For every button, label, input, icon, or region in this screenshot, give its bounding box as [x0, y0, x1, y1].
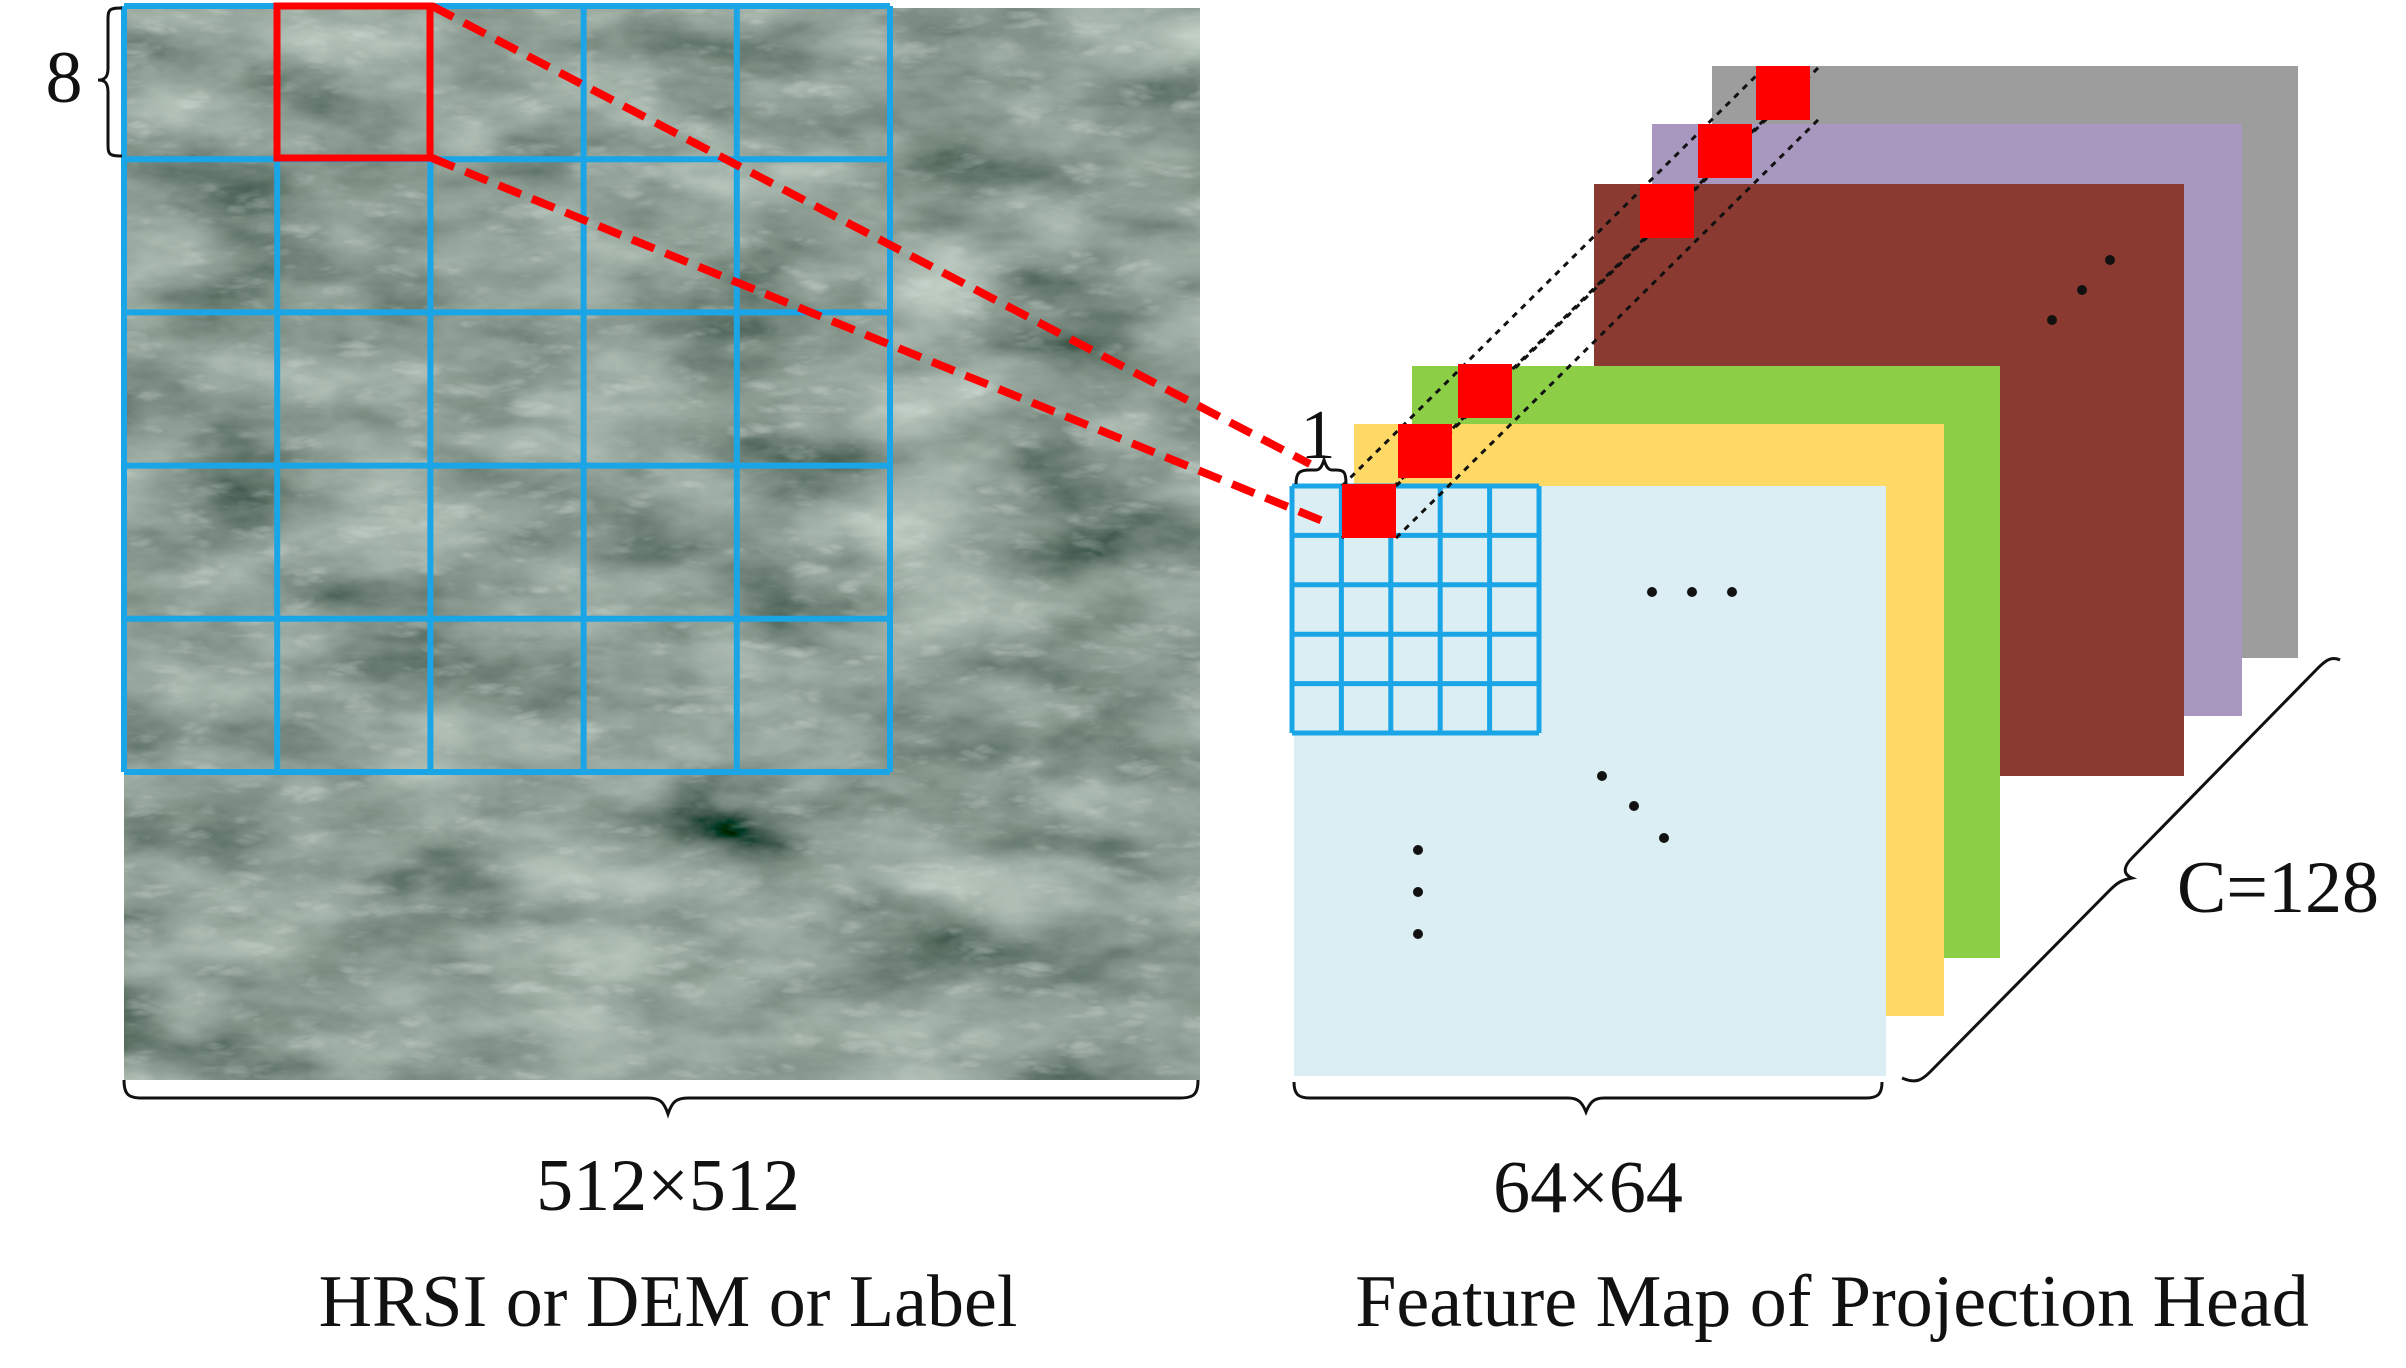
feature-caption: Feature Map of Projection Head: [1355, 1261, 2308, 1343]
feature-size-brace: [1292, 1081, 1884, 1117]
channel-brace: [1901, 656, 2341, 1083]
highlighted-patch: [273, 2, 434, 162]
channels-label: C=128: [2177, 847, 2379, 929]
patch-size-brace: [97, 6, 123, 158]
highlighted-pixels: [1342, 66, 1810, 538]
projection-lines: [430, 2, 1332, 528]
pixel-size-label: 1: [1301, 397, 1336, 474]
image-size-brace: [122, 1079, 1200, 1119]
image-caption: HRSI or DEM or Label: [319, 1261, 1018, 1343]
image-size-label: 512×512: [536, 1145, 800, 1227]
feature-layer-1: [1294, 486, 1886, 1076]
feature-size-label: 64×64: [1493, 1147, 1683, 1229]
feature-map-stack: [1294, 66, 2298, 1076]
feature-pixel-grid: [1289, 483, 1542, 736]
satellite-image: [124, 8, 1200, 1080]
patch-size-label: 8: [46, 37, 83, 119]
ellipsis-dots: [1413, 255, 2115, 939]
pixel-size-brace: [1294, 455, 1348, 485]
